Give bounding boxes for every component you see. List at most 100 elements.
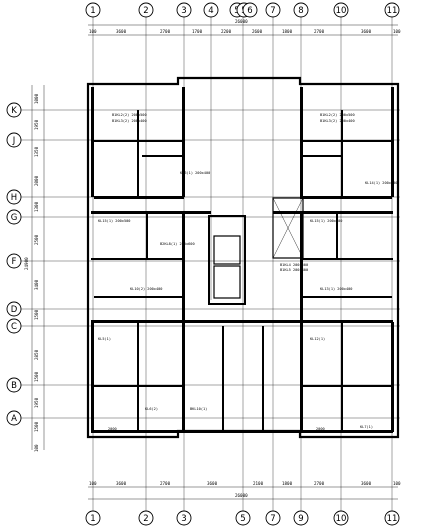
row-axis-labels: K J H G F D C B A: [6, 102, 22, 426]
beam-note: B1KL2(2) 200x500: [112, 113, 147, 117]
beam-note: KL10(2) 200x400: [130, 287, 162, 291]
wall-segment: [91, 322, 94, 432]
dim-bottom-3: 3600: [207, 481, 218, 486]
wall-segment: [137, 110, 139, 196]
wall-segment: [94, 296, 184, 298]
elevator-shaft: [213, 235, 241, 265]
axis-label-text: 2: [143, 514, 148, 524]
axis-label-row-K: K: [6, 102, 22, 118]
dim-top-0: 100: [89, 29, 97, 34]
dim-bottom-7: 3600: [361, 481, 372, 486]
axis-label-text: A: [11, 414, 17, 424]
top-axis-labels: 1 2 3 4 5 5 6 7 8 10 11: [85, 2, 400, 18]
beam-note: KL14(1) 200x400: [365, 181, 397, 185]
beam-note: KL12(1): [310, 337, 325, 341]
dim-top-6: 1800: [282, 29, 293, 34]
wall-segment: [91, 87, 94, 197]
shaft-cross: [272, 197, 304, 259]
dim-top-5: 2600: [252, 29, 263, 34]
dim-bottom-6: 2700: [314, 481, 325, 486]
wall-segment: [94, 385, 184, 387]
dim-top-2: 2700: [160, 29, 171, 34]
axis-label-row-J: J: [6, 132, 22, 148]
axis-label-text: 3: [181, 514, 186, 524]
bottom-axis-labels: 1 2 3 5 7 9 10 11: [85, 510, 400, 526]
dim-bottom-0: 100: [89, 481, 97, 486]
dim-left-1: 1950: [34, 119, 39, 130]
axis-label-text: G: [11, 213, 18, 223]
wall-segment: [300, 385, 392, 387]
axis-label-text: 10: [336, 6, 347, 16]
axis-label-text: 7: [270, 6, 275, 16]
axis-label-text: F: [12, 257, 17, 267]
wall-segment: [91, 258, 184, 260]
dim-bottom-5: 1800: [282, 481, 293, 486]
wall-segment: [336, 214, 338, 258]
dim-left-3: 2000: [34, 175, 39, 186]
bottom-dimension-chain: 100 3600 2700 3600 2100 1800 2700 3600 1…: [88, 481, 401, 500]
beam-note: BKL10(1): [190, 407, 207, 411]
beam-note: KL5(1): [98, 337, 111, 341]
axis-label-row-G: G: [6, 209, 22, 225]
beam-note: 2000: [316, 427, 325, 431]
axis-label-row-B: B: [6, 377, 22, 393]
axis-label-row-A: A: [6, 410, 22, 426]
axis-label-row-F: F: [6, 253, 22, 269]
building-walls: [86, 76, 400, 439]
wall-segment: [300, 296, 392, 298]
axis-label-top-11: 11: [384, 2, 400, 18]
axis-label-text: 6: [247, 6, 252, 16]
wall-segment: [391, 322, 394, 432]
axis-label-bottom-1: 1: [85, 510, 101, 526]
dim-left-12: 1500: [34, 421, 39, 432]
wall-segment: [142, 155, 184, 157]
horizontal-grid-lines: [21, 109, 400, 419]
axis-label-top-1: 1: [85, 2, 101, 18]
beam-note: KL13(1) 200x400: [320, 287, 352, 291]
axis-label-top-2: 2: [138, 2, 154, 18]
wall-segment: [391, 87, 394, 197]
dim-left-0: 1000: [34, 93, 39, 104]
wall-segment: [262, 326, 264, 431]
wall-segment: [94, 140, 184, 142]
dim-top-total: 26000: [235, 19, 248, 24]
axis-label-text: K: [11, 106, 17, 116]
top-dimension-chain: 100 3600 2700 1700 2200 2600 1800 2700 3…: [88, 19, 401, 36]
beam-note: 2000: [108, 427, 117, 431]
beam-notes: B1KL2(2) 200x500 B1KL3(2) 200x400 B1KL2(…: [98, 113, 397, 431]
dim-left-6: 3400: [34, 279, 39, 290]
wall-segment: [91, 211, 211, 214]
beam-note: B1KL5 200x400: [280, 268, 308, 272]
wall-segment: [300, 323, 303, 431]
axis-label-top-10: 10: [333, 2, 349, 18]
wall-segment: [300, 214, 303, 322]
axis-label-bottom-9: 9: [293, 510, 309, 526]
beam-note: KL7(1): [360, 425, 373, 429]
axis-label-text: 4: [208, 6, 213, 16]
left-dimension-chain: 1000 1950 1350 2000 1300 2500 3400 1500 …: [24, 85, 45, 452]
dim-top-3: 1700: [192, 29, 203, 34]
wall-segment: [91, 320, 393, 323]
dim-top-7: 2700: [314, 29, 325, 34]
stair-core: [208, 215, 246, 305]
axis-label-bottom-11: 11: [384, 510, 400, 526]
axis-label-top-3: 3: [176, 2, 192, 18]
axis-label-text: 3: [181, 6, 186, 16]
dim-left-13: 100: [34, 444, 39, 452]
beam-note: KL6(2): [145, 407, 158, 411]
dim-left-total: 24900: [24, 257, 29, 270]
axis-label-bottom-2: 2: [138, 510, 154, 526]
dim-left-5: 2500: [34, 234, 39, 245]
wall-segment: [222, 326, 224, 431]
axis-label-bottom-10: 10: [333, 510, 349, 526]
wall-segment: [182, 87, 185, 197]
wall-segment: [137, 323, 139, 431]
wall-segment: [341, 323, 343, 431]
wall-segment: [146, 214, 148, 258]
axis-label-bottom-5: 5: [235, 510, 251, 526]
dim-left-11: 1950: [34, 397, 39, 408]
axis-label-text: 11: [387, 6, 398, 16]
wall-segment: [300, 196, 392, 199]
axis-label-top-4: 4: [203, 2, 219, 18]
